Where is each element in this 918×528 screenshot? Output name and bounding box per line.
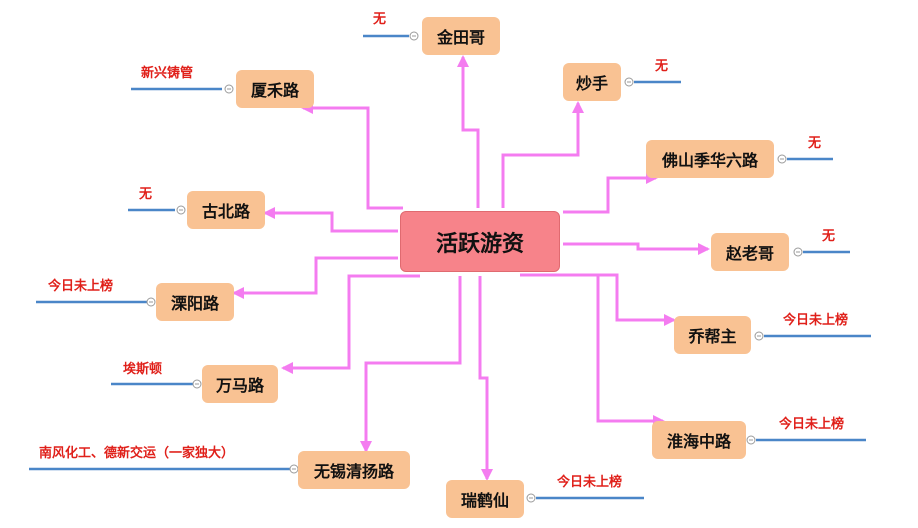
connector-chaoshou bbox=[501, 101, 584, 208]
connector-wanma bbox=[281, 274, 420, 374]
node-xiahe[interactable]: 厦禾路 bbox=[236, 70, 314, 108]
connector-zhaolaoge bbox=[563, 242, 710, 255]
note-wuxi: 南风化工、德新交运（一家独大） bbox=[39, 446, 235, 461]
note-jintiange: 无 bbox=[373, 12, 387, 27]
connector-jintiange bbox=[457, 55, 480, 208]
node-gubei[interactable]: 古北路 bbox=[187, 191, 265, 229]
node-jintiange[interactable]: 金田哥 bbox=[422, 17, 500, 55]
node-qiaobangzhu[interactable]: 乔帮主 bbox=[674, 316, 751, 354]
central-topic[interactable]: 活跃游资 bbox=[400, 211, 560, 272]
connector-wuxi bbox=[360, 276, 462, 453]
node-wanma[interactable]: 万马路 bbox=[202, 365, 278, 403]
note-liyang: 今日未上榜 bbox=[48, 279, 114, 294]
note-chaoshou: 无 bbox=[655, 59, 669, 74]
node-wuxi[interactable]: 无锡清扬路 bbox=[298, 451, 410, 489]
node-foshan[interactable]: 佛山季华六路 bbox=[646, 140, 774, 178]
note-xiahe: 新兴铸管 bbox=[141, 66, 194, 81]
note-ruihexian: 今日未上榜 bbox=[557, 475, 623, 490]
node-ruihexian[interactable]: 瑞鹤仙 bbox=[446, 480, 524, 518]
note-gubei: 无 bbox=[139, 187, 153, 202]
node-liyang[interactable]: 溧阳路 bbox=[156, 283, 234, 321]
note-huaihai: 今日未上榜 bbox=[779, 417, 845, 432]
note-qiaobangzhu: 今日未上榜 bbox=[783, 313, 849, 328]
node-huaihai[interactable]: 淮海中路 bbox=[652, 421, 746, 459]
note-wanma: 埃斯顿 bbox=[123, 362, 163, 377]
note-foshan: 无 bbox=[808, 136, 822, 151]
connector-foshan bbox=[563, 172, 658, 214]
connector-ruihexian bbox=[478, 276, 493, 481]
connector-huaihai bbox=[520, 273, 665, 427]
connector-liyang bbox=[232, 256, 398, 299]
connector-qiaobangzhu bbox=[545, 273, 676, 326]
connector-gubei bbox=[263, 207, 398, 233]
note-zhaolaoge: 无 bbox=[822, 229, 836, 244]
node-chaoshou[interactable]: 炒手 bbox=[563, 63, 621, 101]
connector-xiahe bbox=[301, 102, 403, 210]
node-zhaolaoge[interactable]: 赵老哥 bbox=[711, 233, 789, 271]
